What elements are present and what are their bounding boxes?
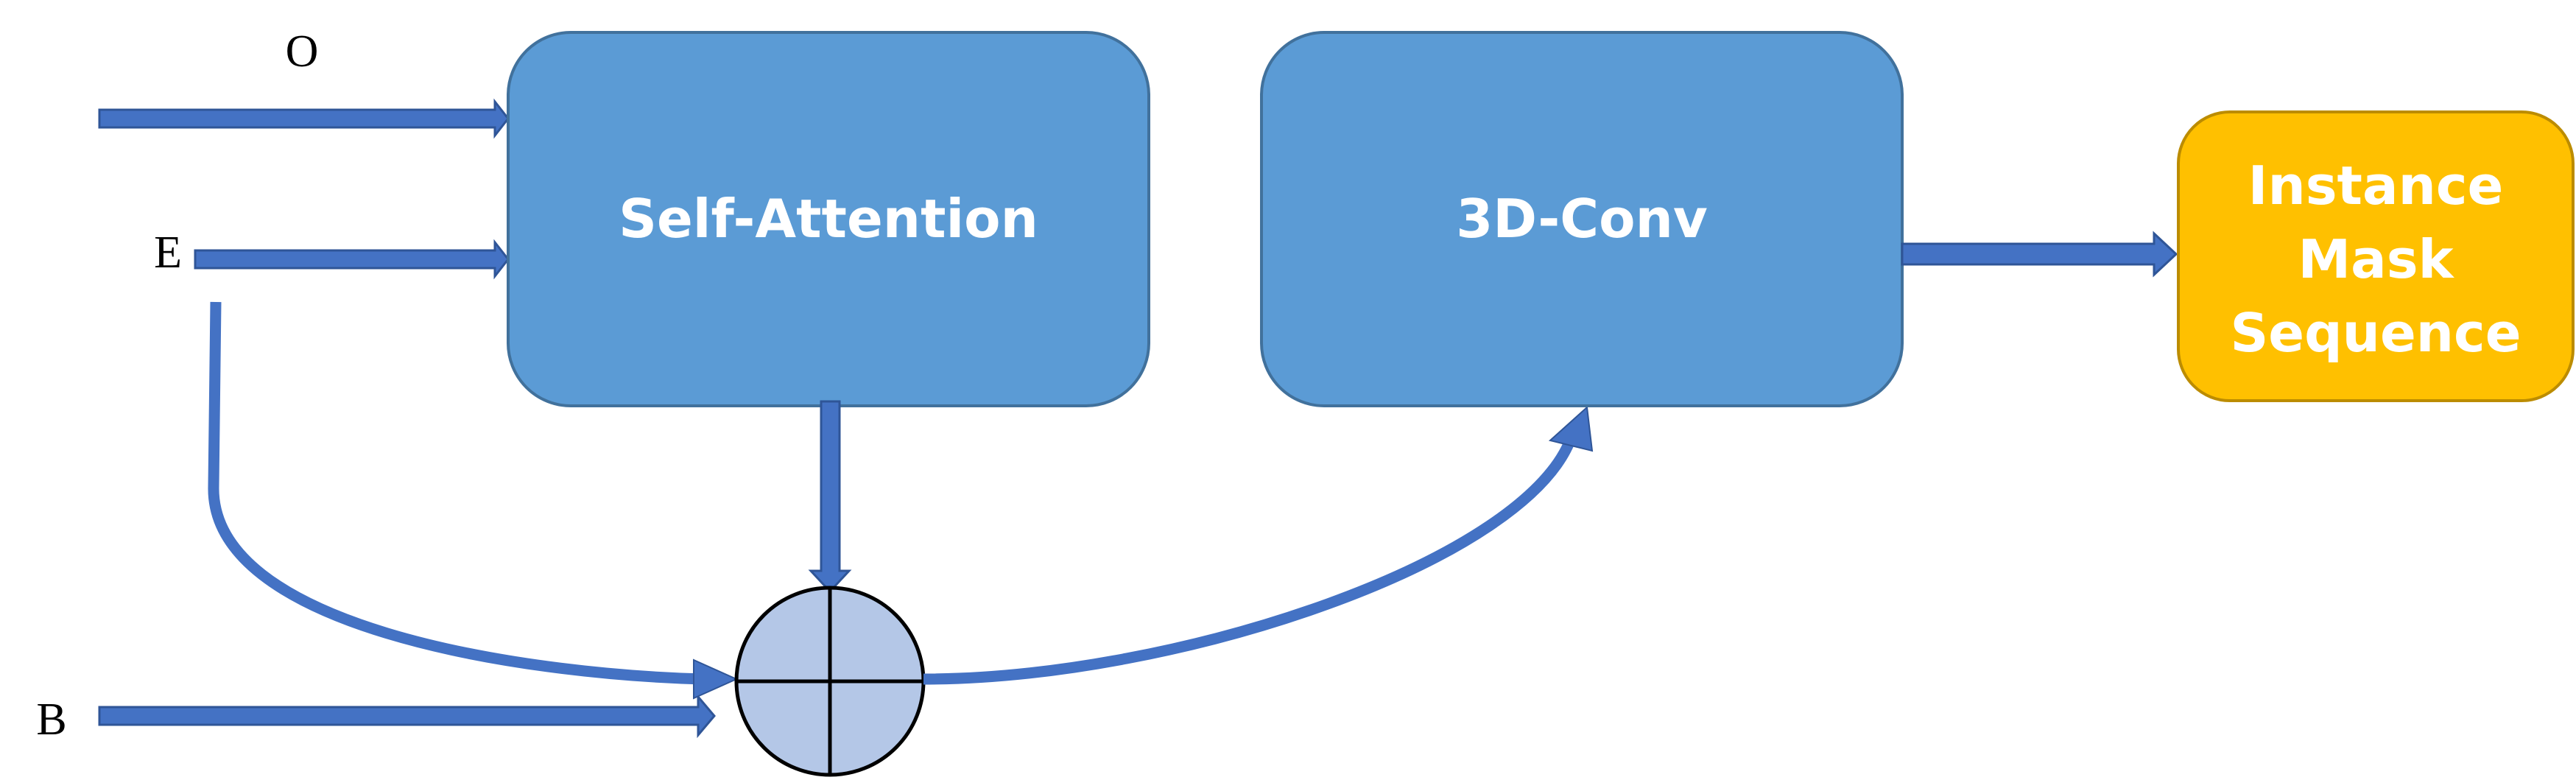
output-label-line2: Mask xyxy=(2298,228,2455,290)
arrow-sum-to-3d-conv-head xyxy=(1548,405,1594,452)
self-attention-label: Self-Attention xyxy=(619,188,1038,250)
input-label-o: O xyxy=(286,27,319,77)
arrow-o-to-self-attention xyxy=(98,98,510,139)
instance-mask-sequence-block xyxy=(2177,110,2575,402)
arrow-e-skip-head xyxy=(693,658,739,700)
3d-conv-label: 3D-Conv xyxy=(1456,188,1708,250)
arrow-e-skip-to-sum xyxy=(208,301,704,685)
output-label-line3: Sequence xyxy=(2230,302,2521,364)
output-label-line1: Instance xyxy=(2248,155,2504,217)
arrow-e-to-self-attention xyxy=(194,239,510,280)
arrow-sum-to-3d-conv xyxy=(923,432,1578,685)
input-label-e: E xyxy=(154,228,182,278)
input-label-b: B xyxy=(36,695,66,745)
arrow-b-to-sum xyxy=(98,693,716,739)
plus-circle-icon xyxy=(734,586,926,777)
arrow-self-attention-to-sum xyxy=(808,400,852,594)
arrow-3d-conv-to-output xyxy=(1901,231,2178,278)
3d-conv-block xyxy=(1260,31,1904,407)
